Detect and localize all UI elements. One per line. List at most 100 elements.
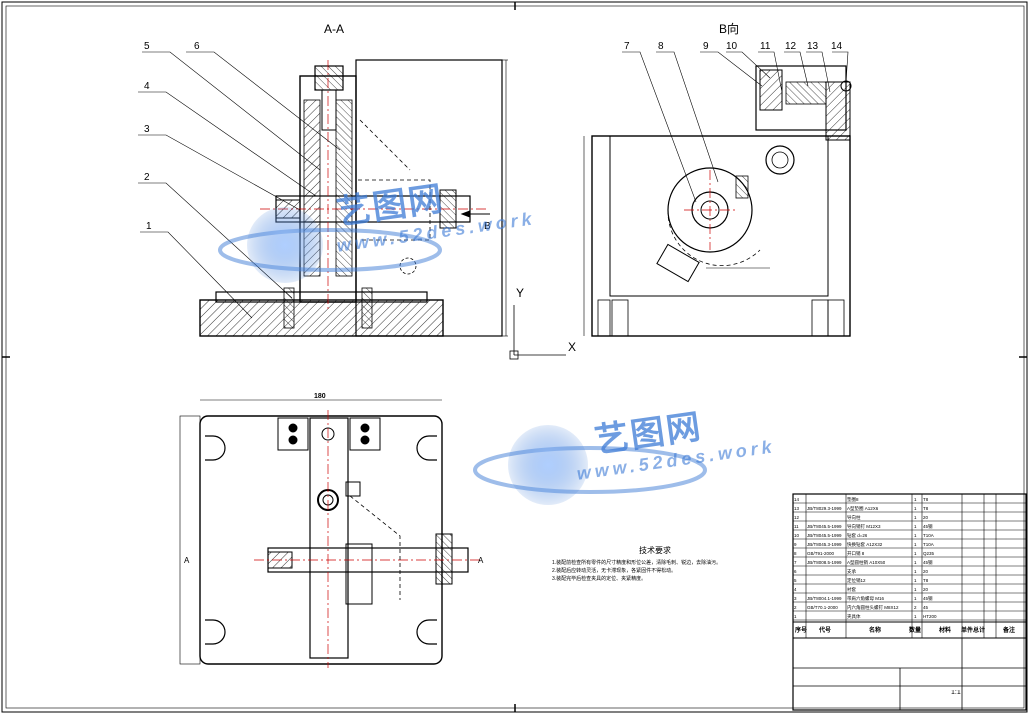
leader-number: 6 xyxy=(194,41,200,52)
bom-cell-no: 7 xyxy=(794,560,797,565)
bom-cell-code: JB/T8029.3-1999 xyxy=(807,506,842,511)
bom-cell-qty: 1 xyxy=(914,614,917,619)
view-b xyxy=(583,65,852,337)
leader-number: 3 xyxy=(144,124,150,135)
leader-number: 4 xyxy=(144,81,150,92)
leader-number: 13 xyxy=(807,41,819,52)
dimension-top-width: 180 xyxy=(314,393,326,400)
leader-number: 10 xyxy=(726,41,738,52)
bom-cell-name: 垫圈8 xyxy=(847,497,859,502)
bom-cell-no: 1 xyxy=(794,614,797,619)
bom-cell-name: 支承 xyxy=(847,569,856,574)
bom-cell-mat: 45钢 xyxy=(923,524,933,529)
bom-row-lines xyxy=(793,502,1026,621)
bom-cell-name: 带肩六角螺母 M16 xyxy=(847,596,885,601)
bom-cell-no: 6 xyxy=(794,569,797,574)
bom-cell-mat: 20 xyxy=(923,587,929,592)
bom-cell-no: 12 xyxy=(794,515,800,520)
ucs-axis xyxy=(509,305,566,360)
bom-cell-qty: 1 xyxy=(914,551,917,556)
bom-cell-mat: HT200 xyxy=(923,614,937,619)
bom-cell-qty: 1 xyxy=(914,578,917,583)
bom-cell-name: 导向销钉 M12X3 xyxy=(847,524,881,529)
bom-cell-qty: 1 xyxy=(914,497,917,502)
leader-number: 7 xyxy=(624,41,630,52)
bom-header-code: 代号 xyxy=(819,628,832,634)
bom-cell-mat: T8 xyxy=(923,506,929,511)
bom-header-note: 备注 xyxy=(1003,628,1016,634)
leader-number: 11 xyxy=(760,41,771,52)
tech-req-title: 技术要求 xyxy=(639,546,671,555)
bom-cell-code: JB/T8045.5-1999 xyxy=(807,524,842,529)
bom-cell-mat: 20 xyxy=(923,569,929,574)
watermark-globe-2 xyxy=(473,425,707,505)
bom-cell-no: 2 xyxy=(794,605,797,610)
section-mark-right: A xyxy=(478,556,484,565)
axis-y-label: Y xyxy=(516,286,525,300)
bom-cell-code: JB/T8004.1-1999 xyxy=(807,596,842,601)
section-aa-label: A-A xyxy=(324,22,345,36)
bom-cell-mat: T8 xyxy=(923,497,929,502)
leader-number: 8 xyxy=(658,41,664,52)
bom-cell-qty: 2 xyxy=(914,605,917,610)
bom-cell-no: 13 xyxy=(794,506,800,511)
leader-number: 9 xyxy=(703,41,709,52)
tech-req-line: 3.装配完毕后检查夹具的定位、夹紧精度。 xyxy=(552,576,647,582)
bom-cell-qty: 1 xyxy=(914,533,917,538)
section-mark-left: A xyxy=(184,556,190,565)
bom-cell-qty: 1 xyxy=(914,560,917,565)
bom-cell-qty: 1 xyxy=(914,569,917,574)
bom-cell-mat: 45 xyxy=(923,605,929,610)
bom-cell-qty: 1 xyxy=(914,506,917,511)
bom-cell-name: 夹具体 xyxy=(847,614,861,619)
bom-cell-name: 内六角圆柱头螺钉 M8X12 xyxy=(847,605,899,610)
bom-header-qty: 数量 xyxy=(909,628,922,634)
leaders-right xyxy=(622,51,849,203)
tech-req-line: 2.装配后应转动灵活，无卡滞现象，各紧固件不得松动。 xyxy=(552,568,677,574)
bom-cell-no: 5 xyxy=(794,578,797,583)
bom-cell-qty: 1 xyxy=(914,587,917,592)
bom-cell-qty: 1 xyxy=(914,596,917,601)
bom-cell-no: 8 xyxy=(794,551,797,556)
plan-view xyxy=(179,399,480,668)
tech-req-line: 1.装配前检查所有零件的尺寸精度和形位公差，清除毛刺、锐边，去除油污。 xyxy=(552,560,722,566)
bom-scale: 1:1 xyxy=(951,690,961,695)
bom-header-no: 序号 xyxy=(795,628,808,634)
bom-cell-name: 衬套 xyxy=(847,587,856,592)
bom-header-mat: 材料 xyxy=(939,628,952,634)
bom-cell-qty: 1 xyxy=(914,542,917,547)
bom-cell-no: 10 xyxy=(794,533,800,538)
leader-number: 12 xyxy=(785,41,797,52)
leader-number: 5 xyxy=(144,41,150,52)
bom-cell-no: 9 xyxy=(794,542,797,547)
bom-cell-code: JB/T8008.5-1999 xyxy=(807,560,842,565)
bom-cell-name: 钻套 d=26 xyxy=(847,533,868,538)
bom-cell-mat: T10A xyxy=(923,533,934,538)
bom-cell-name: 定位销12 xyxy=(847,578,866,583)
bom-header-name: 名称 xyxy=(869,628,882,634)
bom-cell-name: 快换钻套 A12X32 xyxy=(847,542,883,547)
bom-header-weight: 单件总计 xyxy=(961,628,986,634)
bom-cell-code: JB/T8045.5-1999 xyxy=(807,533,842,538)
bom-cell-mat: Q235 xyxy=(923,551,935,556)
view-b-label: B向 xyxy=(719,22,740,36)
bom-cell-no: 11 xyxy=(794,524,799,529)
bom-cell-no: 3 xyxy=(794,596,797,601)
bom-cell-no: 14 xyxy=(794,497,800,502)
bom-cell-mat: 20 xyxy=(923,515,929,520)
bom-cell-mat: T8 xyxy=(923,578,929,583)
leader-number: 1 xyxy=(146,221,152,232)
bom-cell-code: GB/T70.1-2000 xyxy=(807,605,838,610)
bom-cell-mat: T10A xyxy=(923,542,934,547)
bom-cell-code: GB/T91-2000 xyxy=(807,551,835,556)
bom-cell-no: 4 xyxy=(794,587,797,592)
arrow-b-label: B xyxy=(484,221,491,232)
bom-cell-name: A型垫圈 A12X6 xyxy=(847,506,879,511)
leader-number: 2 xyxy=(144,172,150,183)
bom-cell-qty: 1 xyxy=(914,524,917,529)
bom-cell-mat: 45钢 xyxy=(923,596,933,601)
bom-cell-mat: 45钢 xyxy=(923,560,933,565)
